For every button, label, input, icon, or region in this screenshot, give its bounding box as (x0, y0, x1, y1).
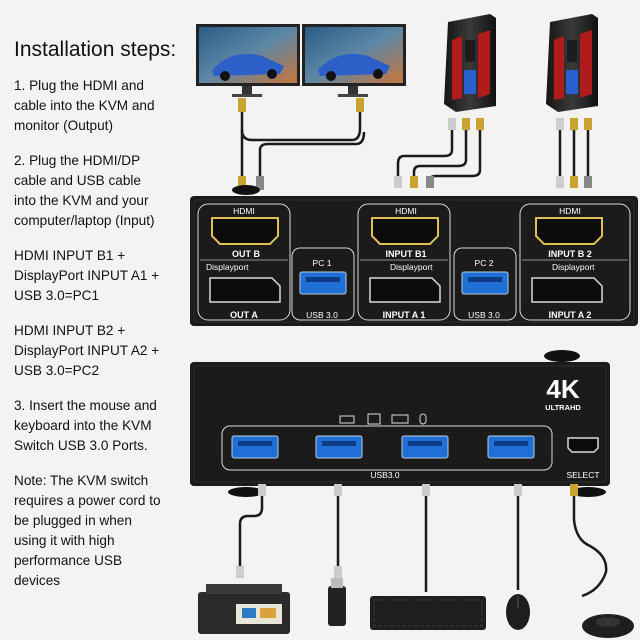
monitor-1-icon (196, 24, 300, 97)
step-1: 1. Plug the HDMI and cable into the KVM … (14, 78, 155, 133)
pc2-usb-label: USB 3.0 (468, 310, 500, 320)
select-port-icon (567, 437, 599, 453)
input-a1-label: INPUT A 1 (383, 310, 426, 320)
out-a-dp-label: Displayport (206, 262, 249, 272)
4k-logo: 4K (546, 374, 579, 404)
select-button-device-icon (582, 614, 634, 638)
pc2-dp-label: Displayport (552, 262, 595, 272)
usb-plug-icons (394, 118, 592, 188)
input-b1-label: INPUT B1 (385, 249, 426, 259)
out-a-label: OUT A (230, 310, 258, 320)
keyboard-device-icon (370, 596, 486, 630)
pc2-label: PC 2 (475, 258, 494, 268)
monitor-2-icon (302, 24, 406, 97)
pc-tower-1-icon (444, 14, 496, 112)
pc-cables (396, 122, 590, 186)
device-icons (339, 413, 427, 425)
pc1-usb-label: USB 3.0 (306, 310, 338, 320)
out-b-label: OUT B (232, 249, 260, 259)
front-usb-ports (231, 435, 535, 459)
printer-device-icon (198, 584, 290, 634)
input-a2-label: INPUT A 2 (549, 310, 592, 320)
printer-icon (367, 413, 381, 425)
power-note: Note: The KVM switch requires a power co… (14, 473, 161, 588)
monitor-cables (240, 108, 366, 186)
mouse-icon (419, 413, 427, 425)
hdmi-plug-icon (238, 98, 246, 112)
pc-tower-2-icon (546, 14, 598, 112)
keyboard-icon (391, 414, 409, 424)
ultrahd-logo: ULTRAHD (545, 403, 581, 412)
pc1-hdmi-label: HDMI (395, 206, 417, 216)
mouse-device-icon (506, 594, 530, 630)
hdmi-plug-icon (238, 176, 246, 190)
pc1-dp-label: Displayport (390, 262, 433, 272)
step-3: 3. Insert the mouse and keyboard into th… (14, 398, 157, 453)
kvm-front-panel: 4K ULTRAHD USB3.0 SELECT (190, 350, 610, 497)
kvm-rear-panel: HDMI OUT B Displayport OUT A PC 1 USB 3.… (190, 185, 638, 326)
pc2-mapping: HDMI INPUT B2 + DisplayPort INPUT A2 + U… (14, 323, 160, 378)
input-b2-label: INPUT B 2 (548, 249, 592, 259)
peripheral-cables (238, 494, 608, 598)
installation-instructions: Installation steps: 1. Plug the HDMI and… (14, 38, 192, 606)
select-label: SELECT (566, 470, 599, 480)
peripheral-plug-icons (236, 484, 578, 578)
usb3-label: USB3.0 (370, 470, 400, 480)
step-2: 2. Plug the HDMI/DP cable and USB cable … (14, 153, 155, 228)
dp-plug-icon (256, 176, 264, 190)
pc2-hdmi-label: HDMI (559, 206, 581, 216)
pc1-label: PC 1 (313, 258, 332, 268)
out-b-hdmi-label: HDMI (233, 206, 255, 216)
usb-flash-drive-icon (328, 578, 346, 626)
hdmi-plug-icon (356, 98, 364, 112)
usb-drive-icon (339, 415, 355, 424)
pc1-mapping: HDMI INPUT B1 + DisplayPort INPUT A1 + U… (14, 248, 160, 303)
instructions-title: Installation steps: (14, 38, 177, 61)
